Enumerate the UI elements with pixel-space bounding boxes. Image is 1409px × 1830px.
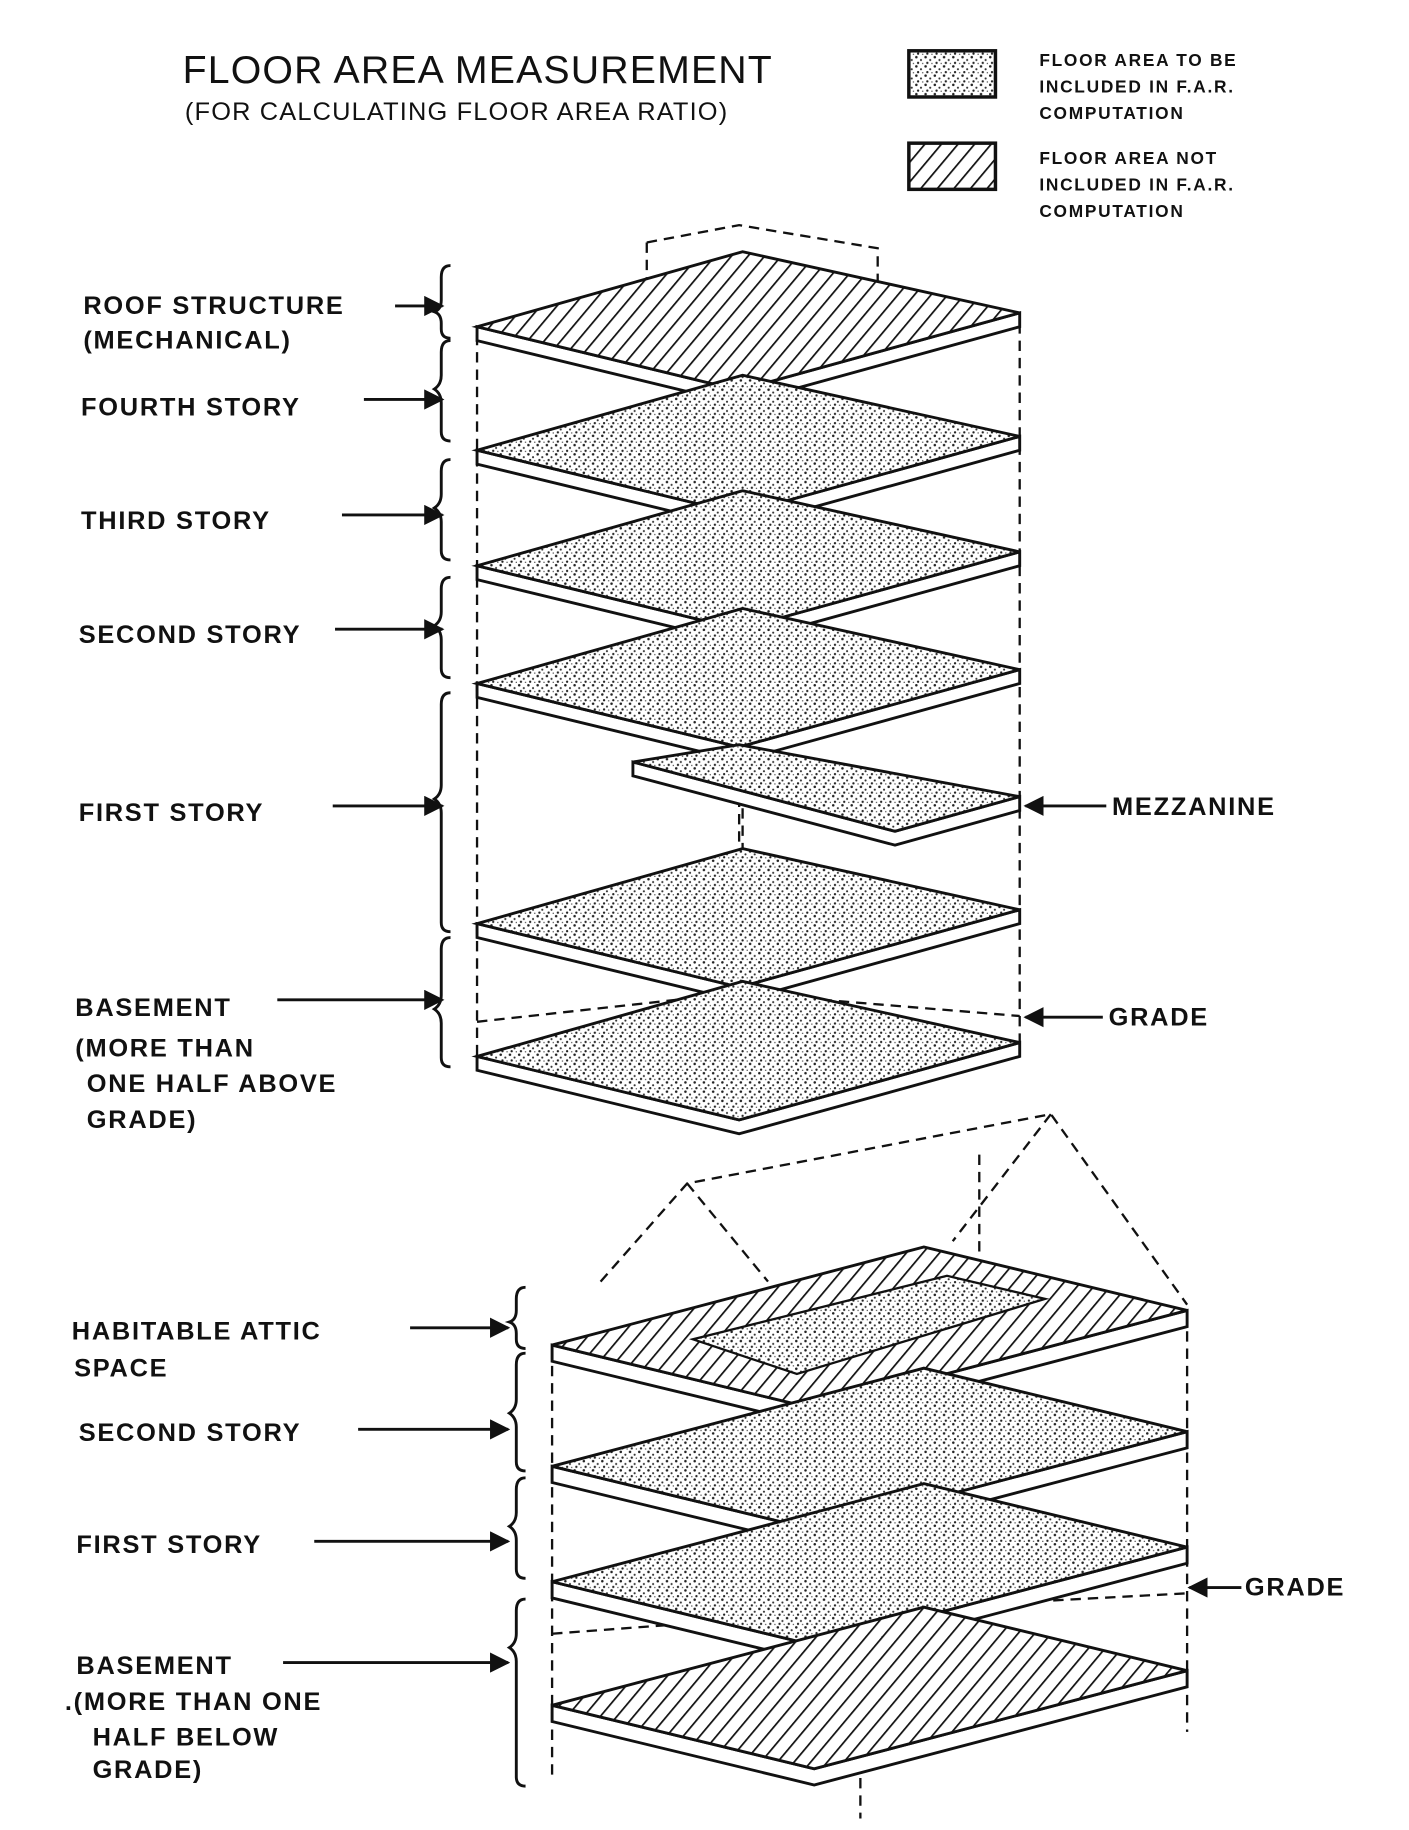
label-grade-2: GRADE bbox=[1245, 1574, 1345, 1602]
diagram-subtitle: (FOR CALCULATING FLOOR AREA RATIO) bbox=[185, 98, 728, 126]
label-habitable-attic-2: SPACE bbox=[74, 1354, 168, 1382]
legend-included-line2: INCLUDED IN F.A.R. bbox=[1039, 76, 1235, 96]
label-mezzanine: MEZZANINE bbox=[1112, 793, 1276, 821]
label-roof-structure-note: (MECHANICAL) bbox=[83, 327, 291, 355]
fourth-story-plate bbox=[471, 373, 1021, 516]
legend-included-swatch bbox=[907, 49, 998, 99]
legend-excluded-line2: INCLUDED IN F.A.R. bbox=[1039, 175, 1235, 195]
label-grade-1: GRADE bbox=[1109, 1003, 1209, 1031]
building-2-braces bbox=[504, 1285, 526, 1788]
label-basement-note-1: (MORE THAN bbox=[75, 1034, 255, 1062]
label-fourth-story: FOURTH STORY bbox=[81, 394, 301, 422]
building-1: ROOF STRUCTURE (MECHANICAL) FOURTH STORY… bbox=[75, 223, 1276, 1136]
legend-excluded-line3: COMPUTATION bbox=[1039, 201, 1184, 221]
label-second-story: SECOND STORY bbox=[79, 621, 302, 649]
second-story-plate-2 bbox=[551, 1366, 1188, 1532]
label-roof-structure: ROOF STRUCTURE bbox=[83, 292, 344, 320]
first-story-plate bbox=[471, 847, 1021, 989]
label-basement-note-2: ONE HALF ABOVE bbox=[87, 1070, 337, 1098]
roof-structure-plate bbox=[471, 250, 1021, 392]
label-basement-2: BASEMENT bbox=[76, 1652, 232, 1680]
third-story-plate bbox=[471, 489, 1021, 631]
building-1-braces bbox=[429, 264, 451, 1069]
basement-plate-2 bbox=[551, 1605, 1188, 1771]
label-basement-2-note-3: GRADE) bbox=[93, 1756, 204, 1784]
mezzanine-plate bbox=[632, 743, 1021, 833]
label-basement-2-note-2: HALF BELOW bbox=[93, 1724, 280, 1752]
label-basement-note-3: GRADE) bbox=[87, 1106, 198, 1134]
legend-included-line1: FLOOR AREA TO BE bbox=[1039, 50, 1237, 70]
label-basement: BASEMENT bbox=[75, 994, 231, 1022]
second-story-plate bbox=[471, 606, 1021, 749]
label-second-story-2: SECOND STORY bbox=[79, 1419, 302, 1447]
label-first-story-2: FIRST STORY bbox=[76, 1531, 262, 1559]
legend-included-line3: COMPUTATION bbox=[1039, 103, 1184, 123]
label-habitable-attic: HABITABLE ATTIC bbox=[72, 1317, 322, 1345]
first-story-plate-2 bbox=[551, 1482, 1188, 1647]
label-third-story: THIRD STORY bbox=[81, 507, 271, 535]
legend-excluded-line1: FLOOR AREA NOT bbox=[1039, 148, 1218, 168]
attic-habitable-area bbox=[688, 1274, 1050, 1376]
label-first-story: FIRST STORY bbox=[79, 799, 265, 827]
building-2: HABITABLE ATTIC SPACE SECOND STORY FIRST… bbox=[65, 1112, 1345, 1819]
basement-plate bbox=[471, 979, 1021, 1122]
label-basement-2-note-1: .(MORE THAN ONE bbox=[65, 1688, 322, 1716]
legend-excluded-swatch bbox=[907, 141, 998, 192]
legend: FLOOR AREA TO BE INCLUDED IN F.A.R. COMP… bbox=[907, 49, 1237, 221]
building-2-frame bbox=[550, 1112, 1189, 1819]
diagram-title: FLOOR AREA MEASUREMENT bbox=[183, 48, 773, 92]
